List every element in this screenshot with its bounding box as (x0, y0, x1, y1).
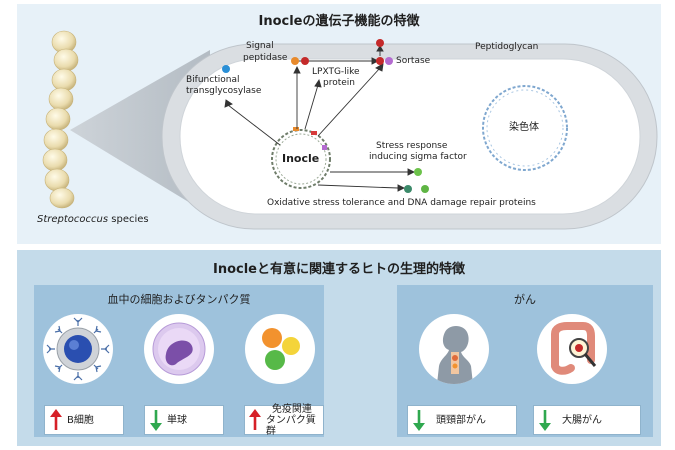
b-cell-label: B細胞 (67, 414, 94, 426)
coccus-chain (42, 30, 79, 209)
gene-function-title: Inocleの遺伝子機能の特徴 (258, 14, 420, 29)
b-cell-icon (43, 314, 113, 384)
inocle-plasmid (271, 129, 331, 189)
repair-protein-dot-2 (421, 185, 429, 193)
signal-peptidase-label-1: Signal (246, 41, 274, 51)
streptococcus-illustration (42, 30, 658, 230)
blood-group: 血中の細胞およびタンパク質 (34, 285, 324, 437)
chromosome-label: 染色体 (509, 122, 539, 133)
head-neck-icon (419, 314, 489, 384)
signal-peptidase-label-2: peptidase (243, 53, 288, 63)
immune-proteins-label-2: タンパク質群 (265, 414, 316, 437)
colorectal-label: 大腸がん (562, 414, 602, 426)
monocyte-label: 単球 (167, 414, 187, 426)
cell-interior (179, 58, 641, 215)
down-arrow-icon (145, 406, 167, 434)
up-arrow-icon (245, 406, 266, 434)
sortase-dot-red (376, 57, 384, 65)
lpxtg-label-2: protein (323, 78, 355, 88)
oxidative-label: Oxidative stress tolerance and DNA damag… (267, 198, 536, 208)
colorectal-result: 大腸がん (533, 405, 641, 435)
bifunctional-transglycosylase-dot (222, 65, 230, 73)
cancer-group: がん 頭頸部がん (397, 285, 653, 437)
blood-group-title: 血中の細胞およびタンパク質 (107, 293, 251, 306)
stress-label-2: inducing sigma factor (369, 152, 467, 162)
sortase-label: Sortase (396, 56, 431, 66)
head-neck-label: 頭頸部がん (436, 414, 486, 426)
up-arrow-icon (45, 406, 67, 434)
chromosome (482, 85, 568, 171)
inocle-label: Inocle (282, 152, 320, 165)
released-protein-dot (376, 39, 384, 47)
stress-label-1: Stress response (376, 141, 448, 151)
signal-peptidase-dot-red (301, 57, 309, 65)
organism-species: Streptococcus (37, 214, 109, 225)
bifunctional-label-2: transglycosylase (186, 86, 262, 96)
colon-icon (537, 314, 607, 384)
organism-suffix: species (108, 214, 149, 225)
repair-protein-dot-1 (404, 185, 412, 193)
immune-proteins-label-1: 免疫関連 (271, 403, 312, 415)
sigma-factor-dot (414, 168, 422, 176)
immune-proteins-label: 免疫関連 タンパク質群 (266, 404, 323, 437)
head-neck-result: 頭頸部がん (407, 405, 517, 435)
peptidoglycan-label: Peptidoglycan (475, 42, 539, 52)
down-arrow-icon (534, 406, 556, 434)
human-traits-panel: Inocleと有意に関連するヒトの生理的特徴 血中の細胞およびタンパク質 (17, 250, 661, 446)
down-arrow-icon (408, 406, 430, 434)
monocyte-icon (144, 314, 214, 384)
immune-proteins-icon (245, 314, 315, 384)
monocyte-result: 単球 (144, 405, 224, 435)
sortase-dot-purple (385, 57, 393, 65)
b-cell-result: B細胞 (44, 405, 124, 435)
bifunctional-label-1: Bifunctional (186, 75, 240, 85)
immune-proteins-result: 免疫関連 タンパク質群 (244, 404, 324, 437)
lpxtg-label-1: LPXTG-like (312, 67, 360, 77)
human-traits-title: Inocleと有意に関連するヒトの生理的特徴 (212, 262, 465, 277)
organism-label: Streptococcus species (37, 214, 149, 225)
cancer-group-title: がん (514, 293, 536, 306)
signal-peptidase-dot-orange (291, 57, 299, 65)
